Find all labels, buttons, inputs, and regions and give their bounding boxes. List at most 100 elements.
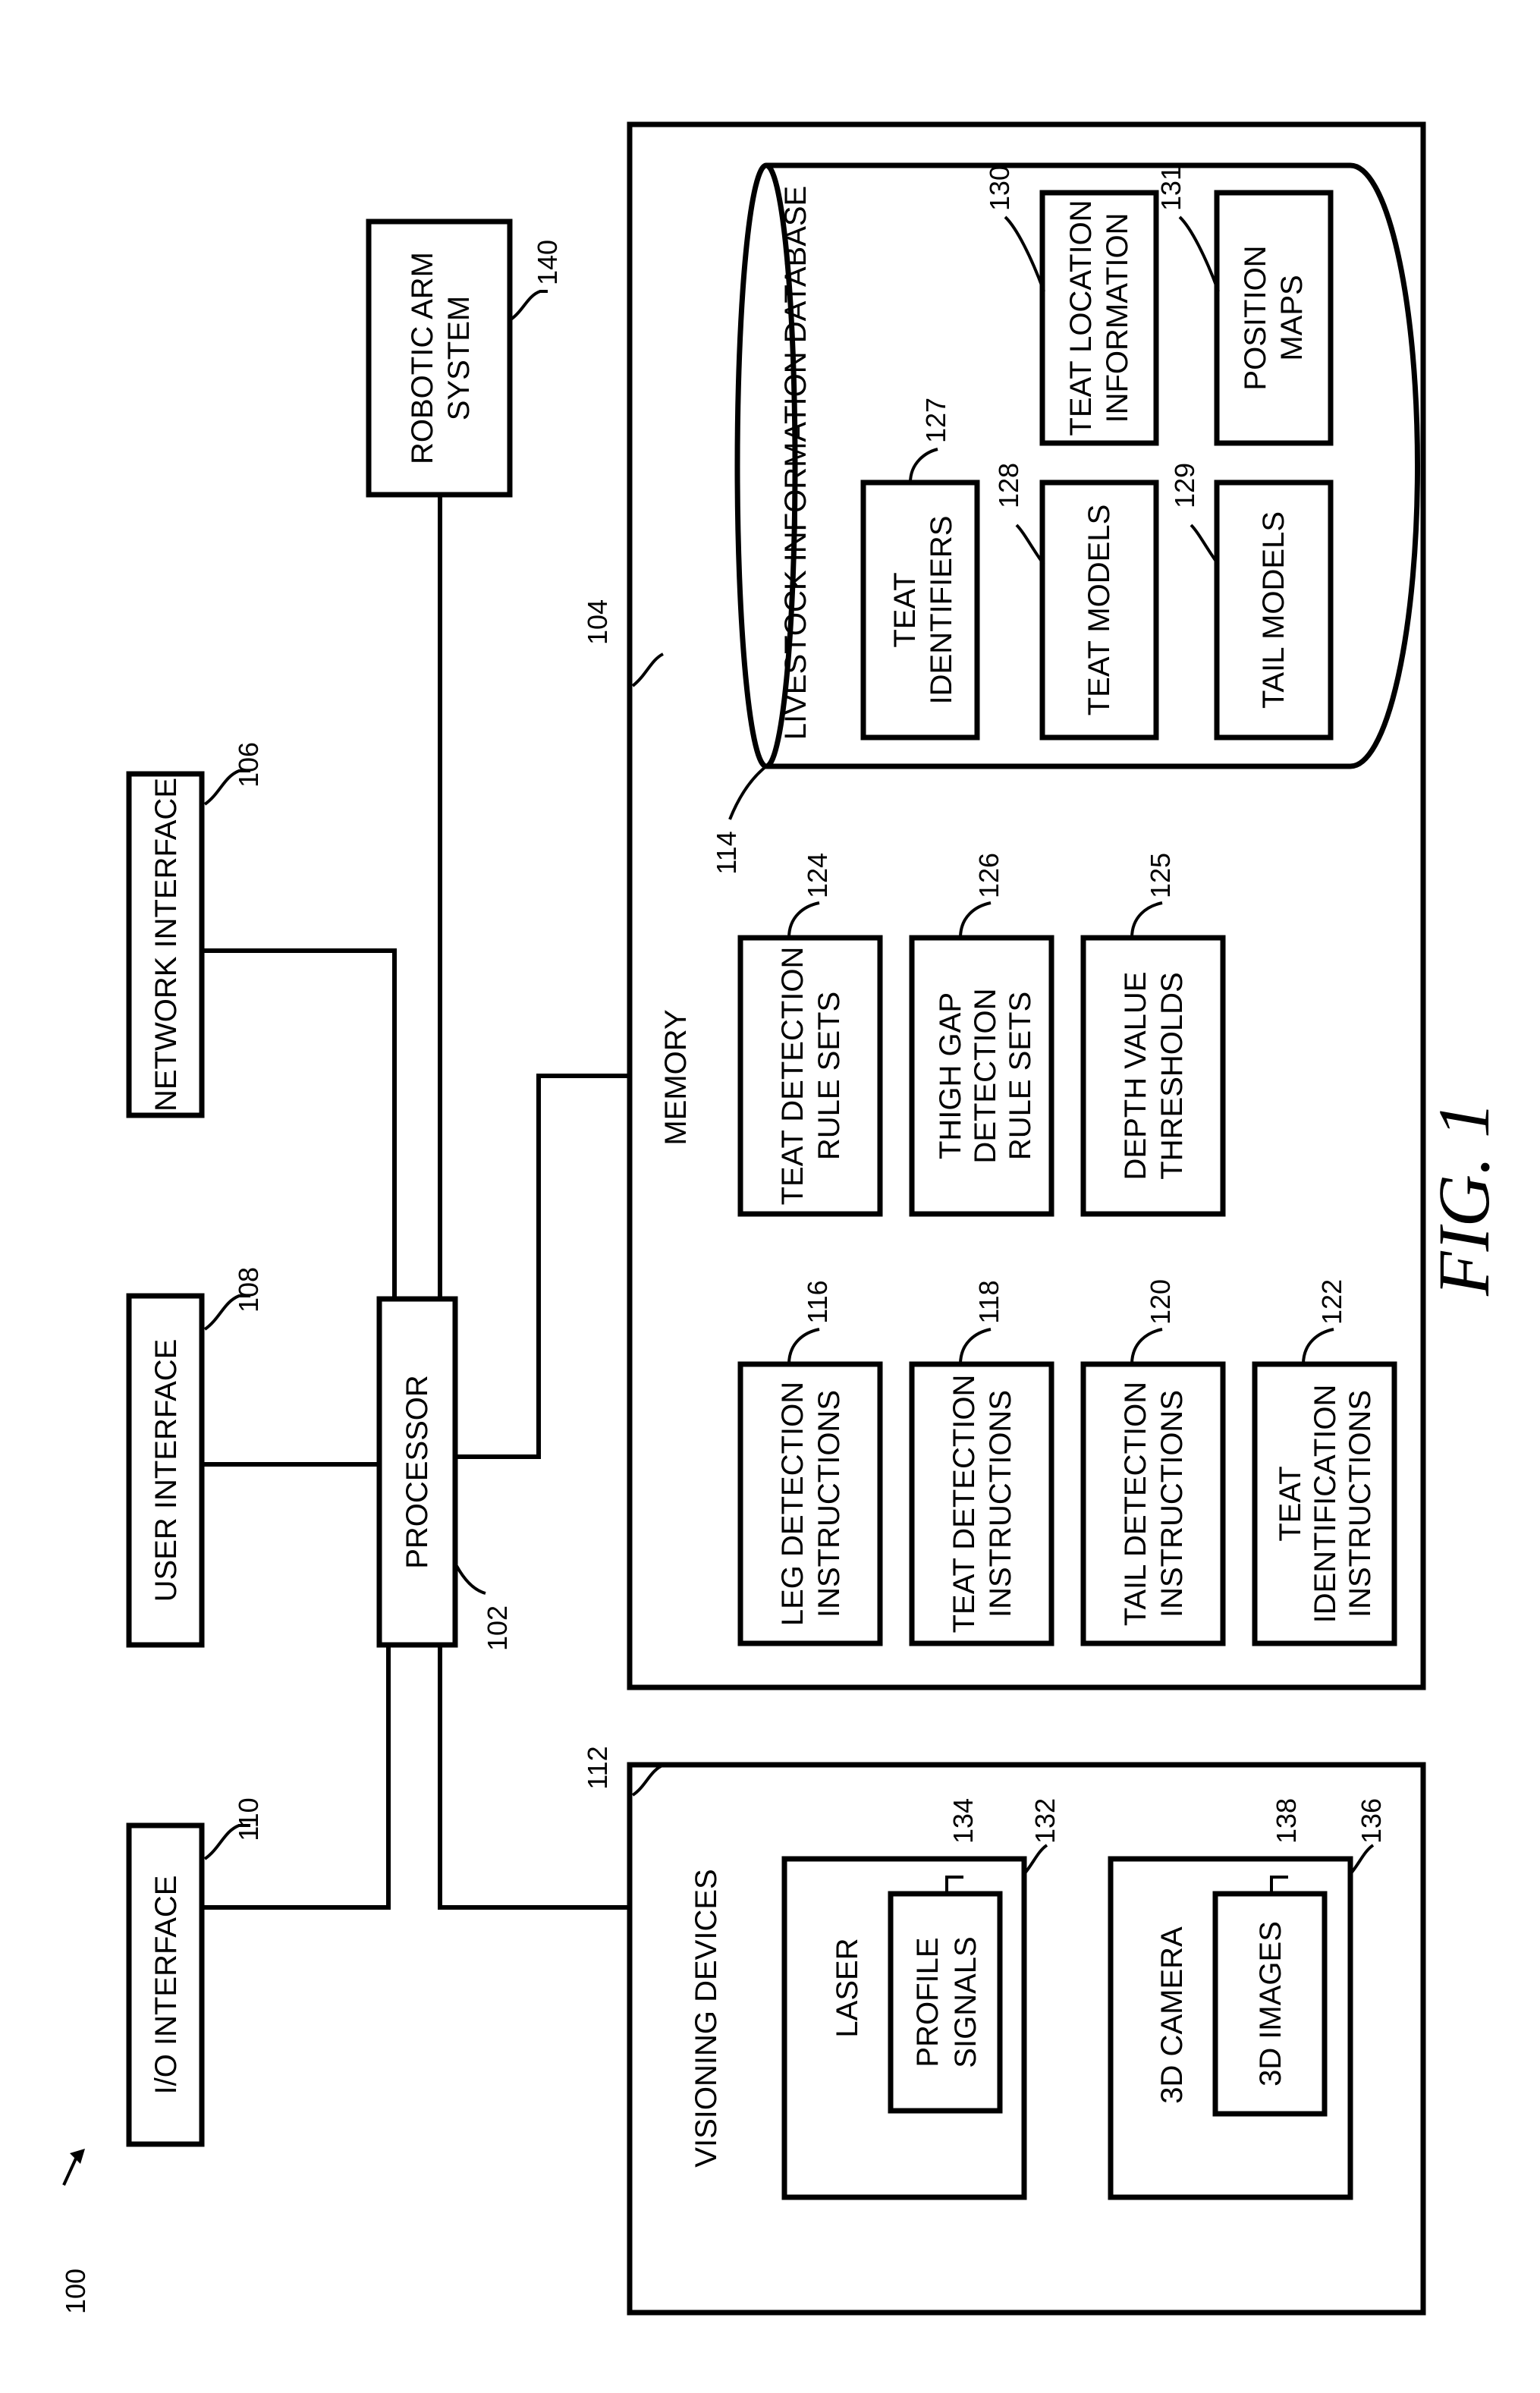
user-interface-block: USER INTERFACE 108 [129, 1267, 264, 1645]
teat-identifiers-ref: 127 [920, 398, 951, 443]
leg-detection-ref: 116 [802, 1280, 833, 1323]
thigh-gap-ref: 126 [973, 853, 1004, 898]
images-label: 3D IMAGES [1254, 1921, 1287, 2086]
teat-rules-ref: 124 [802, 853, 833, 898]
teat-detection-instr-box [912, 1364, 1051, 1643]
tail-detection-line1: TAIL DETECTION [1119, 1382, 1152, 1626]
leg-detection-box [740, 1364, 880, 1643]
depth-thresholds-line1: DEPTH VALUE [1119, 972, 1152, 1181]
teat-rules-line2: RULE SETS [812, 992, 846, 1160]
tail-detection-line2: INSTRUCTIONS [1155, 1390, 1189, 1618]
teat-models-ref: 128 [993, 463, 1024, 508]
position-maps-line1: POSITION [1239, 245, 1272, 390]
thigh-gap-line2: DETECTION [969, 988, 1002, 1163]
memory-leader [633, 654, 663, 686]
camera-box [1111, 1859, 1350, 2197]
wire-memory-processor [455, 1076, 630, 1457]
camera-label: 3D CAMERA [1155, 1926, 1189, 2104]
processor-block: PROCESSOR 102 [379, 1299, 513, 1651]
teat-location-line1: TEAT LOCATION [1064, 200, 1098, 436]
tail-models-ref: 129 [1169, 463, 1200, 508]
visioning-devices-block: VISIONING DEVICES 112 LASER PROFILE SIGN… [582, 1746, 1423, 2313]
robotic-arm-block: ROBOTIC ARM SYSTEM 140 [369, 222, 563, 495]
teat-identifiers-leader [910, 449, 938, 483]
figure-label: FIG. 1 [1423, 1102, 1504, 1297]
teat-detection-instr-ref: 118 [973, 1280, 1004, 1323]
network-interface-label: NETWORK INTERFACE [149, 778, 183, 1112]
visioning-devices-leader [633, 1765, 664, 1795]
processor-leader [457, 1566, 486, 1593]
teat-identification-line2: IDENTIFICATION [1309, 1385, 1342, 1624]
teat-location-line2: INFORMATION [1101, 212, 1134, 423]
teat-identification-line3: INSTRUCTIONS [1344, 1390, 1377, 1618]
teat-rules-leader [789, 903, 819, 938]
system-ref-arrow [64, 2159, 76, 2185]
profile-signals-line2: SIGNALS [949, 1936, 982, 2068]
robotic-arm-label-line1: ROBOTIC ARM [406, 252, 439, 464]
leg-detection-leader [789, 1329, 819, 1364]
camera-ref: 136 [1356, 1798, 1387, 1844]
user-interface-ref: 108 [233, 1267, 264, 1313]
teat-detection-instr-line1: TEAT DETECTION [948, 1375, 981, 1634]
thigh-gap-line1: THIGH GAP [934, 992, 967, 1159]
depth-thresholds-box [1083, 938, 1223, 1214]
depth-thresholds-leader [1132, 903, 1162, 938]
wire-io-processor [202, 1645, 388, 1907]
database-label: LIVESTOCK INFORMATION DATABASE [779, 186, 812, 741]
system-ref-arrowhead [70, 2149, 85, 2164]
io-interface-label: I/O INTERFACE [149, 1876, 183, 2095]
teat-location-ref: 130 [984, 165, 1015, 211]
thigh-gap-leader [960, 903, 991, 938]
io-interface-ref: 110 [233, 1797, 264, 1841]
profile-signals-line1: PROFILE [911, 1937, 944, 2067]
teat-location-box [1042, 193, 1156, 443]
visioning-devices-label: VISIONING DEVICES [690, 1869, 723, 2167]
leg-detection-line2: INSTRUCTIONS [812, 1390, 846, 1618]
laser-label: LASER [831, 1938, 864, 2037]
connection-wires [202, 495, 630, 1907]
processor-ref: 102 [482, 1605, 513, 1651]
laser-leader [1024, 1845, 1047, 1874]
teat-rules-box [740, 938, 880, 1214]
tail-detection-ref: 120 [1145, 1279, 1176, 1325]
tail-detection-leader [1132, 1329, 1162, 1364]
robotic-arm-label-line2: SYSTEM [442, 296, 476, 420]
profile-signals-ref: 134 [948, 1798, 979, 1844]
tail-models-label: TAIL MODELS [1257, 511, 1290, 709]
depth-thresholds-line2: THRESHOLDS [1155, 972, 1189, 1179]
teat-detection-instr-leader [960, 1329, 991, 1364]
io-interface-block: I/O INTERFACE 110 [129, 1797, 264, 2144]
robotic-arm-ref: 140 [532, 240, 563, 285]
teat-rules-line1: TEAT DETECTION [776, 947, 809, 1206]
teat-identifiers-line2: IDENTIFIERS [925, 516, 958, 705]
laser-ref: 132 [1029, 1798, 1061, 1844]
teat-identification-leader [1303, 1329, 1334, 1364]
leg-detection-line1: LEG DETECTION [776, 1382, 809, 1626]
teat-models-label: TEAT MODELS [1083, 505, 1116, 716]
teat-identification-ref: 122 [1316, 1279, 1347, 1325]
memory-ref: 104 [582, 599, 613, 645]
robotic-arm-box [369, 222, 510, 495]
profile-signals-box [891, 1894, 1000, 2111]
teat-identification-line1: TEAT [1274, 1466, 1307, 1541]
visioning-devices-ref: 112 [582, 1746, 613, 1789]
robotic-arm-leader [510, 291, 548, 320]
network-interface-block: NETWORK INTERFACE 106 [129, 742, 264, 1115]
thigh-gap-line3: RULE SETS [1004, 992, 1037, 1160]
position-maps-line2: MAPS [1275, 275, 1309, 360]
teat-detection-instr-line2: INSTRUCTIONS [984, 1390, 1017, 1618]
position-maps-box [1217, 193, 1331, 443]
database-ref: 114 [711, 831, 742, 874]
memory-block: MEMORY 104 LEG DETECTION INSTRUCTIONS 11… [582, 124, 1423, 1687]
teat-identifiers-line1: TEAT [888, 572, 922, 647]
tail-detection-box [1083, 1364, 1223, 1643]
images-ref: 138 [1271, 1798, 1302, 1844]
camera-leader [1350, 1845, 1373, 1874]
teat-location-leader [1005, 217, 1044, 291]
processor-label: PROCESSOR [401, 1375, 434, 1569]
laser-box [784, 1859, 1024, 2197]
system-ref-100: 100 [60, 2149, 91, 2314]
network-interface-ref: 106 [233, 742, 264, 788]
position-maps-ref: 131 [1155, 165, 1186, 211]
